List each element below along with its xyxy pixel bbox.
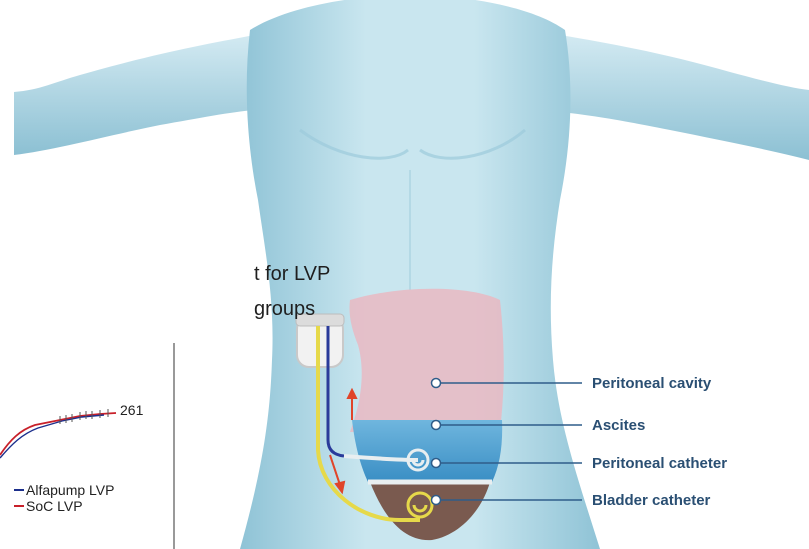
callout-peritoneal-cavity: Peritoneal cavity <box>592 375 711 392</box>
figure-title-line-1: t for LVP <box>254 262 330 286</box>
callout-bladder-catheter: Bladder catheter <box>592 492 710 509</box>
km-chart-fragment <box>0 343 174 549</box>
right-arm <box>560 35 809 160</box>
peritoneal-cavity-region <box>349 289 503 432</box>
ascites-region <box>352 420 502 482</box>
km-endpoint-label: 261 <box>120 402 143 418</box>
km-curve-red <box>0 413 116 455</box>
left-arm <box>14 35 255 155</box>
legend-label-alfapump: Alfapump LVP <box>26 482 114 498</box>
legend-label-soc: SoC LVP <box>26 498 83 514</box>
callout-ascites: Ascites <box>592 417 645 434</box>
callout-peritoneal-catheter: Peritoneal catheter <box>592 455 727 472</box>
figure-title-line-2: groups <box>254 297 315 321</box>
